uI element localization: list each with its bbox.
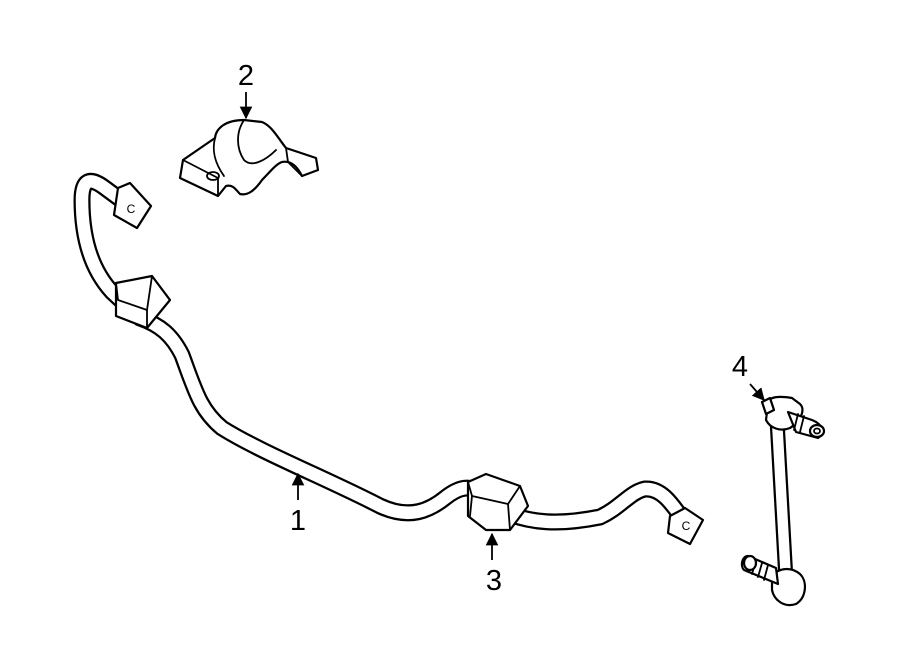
callout-2: 2 (238, 60, 254, 120)
bar-bushing-center (466, 472, 530, 532)
bar-end-right: C (666, 506, 705, 546)
callout-2-label: 2 (238, 60, 254, 92)
callout-3-label: 3 (486, 565, 502, 597)
end-mark-left: C (127, 202, 136, 216)
callout-4: 4 (732, 351, 765, 401)
end-mark-right: C (682, 519, 691, 533)
callout-1: 1 (290, 472, 306, 537)
stabilizer-bar: C C (73, 172, 705, 546)
bushing-bracket (178, 118, 320, 198)
callout-3: 3 (485, 532, 502, 597)
bar-end-left: C (112, 181, 153, 230)
stabilizer-link (740, 395, 826, 607)
bracket-bolt-hole-icon (206, 171, 220, 181)
callout-1-label: 1 (290, 505, 306, 537)
callout-4-label: 4 (732, 351, 748, 383)
bar-bushing-left (114, 274, 172, 330)
